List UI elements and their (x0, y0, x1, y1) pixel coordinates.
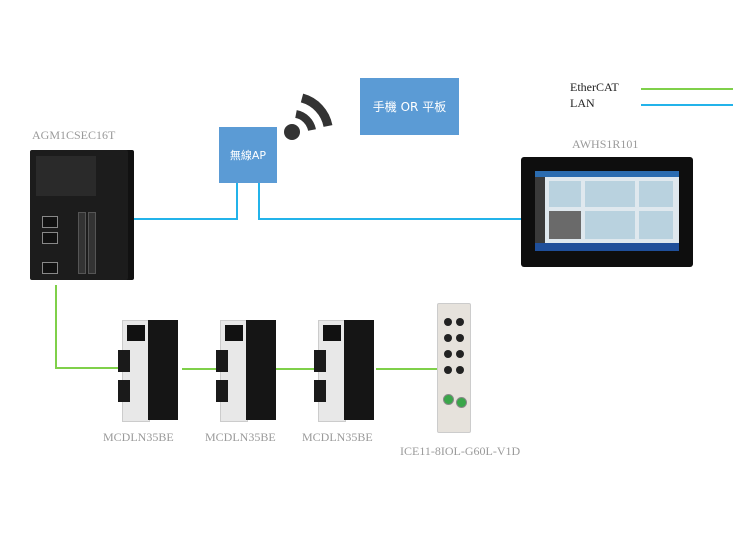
servo-2-label: MCDLN35BE (205, 430, 276, 444)
legend-label-lan: LAN (570, 96, 595, 110)
hmi-device-image (521, 157, 693, 267)
lan-line-ap-drop-left (236, 183, 238, 220)
servo-1-label: MCDLN35BE (103, 430, 174, 444)
hmi-label: AWHS1R101 (572, 137, 639, 151)
servo-3-label: MCDLN35BE (302, 430, 373, 444)
legend-swatch-ethercat (641, 88, 733, 90)
ethercat-line-servo2-servo3 (276, 368, 320, 370)
wireless-ap-label: 無線AP (229, 149, 267, 162)
legend-label-ethercat: EtherCAT (570, 80, 619, 94)
mobile-tablet-label: 手機 OR 平板 (372, 100, 447, 114)
lan-line-ap-drop-right (258, 183, 260, 220)
plc-device-image (30, 150, 128, 280)
io-module-device-image (437, 303, 471, 433)
io-module-label: ICE11-8IOL-G60L-V1D (400, 444, 521, 458)
servo-2-device-image (216, 320, 276, 422)
legend-swatch-lan (641, 104, 733, 106)
lan-line-plc-ap (127, 218, 237, 220)
wifi-signal-icon (284, 93, 333, 140)
ethercat-line-plc-servo1 (55, 367, 120, 369)
lan-line-ap-hmi (258, 218, 522, 220)
servo-1-device-image (118, 320, 178, 422)
wireless-ap-box: 無線AP (219, 127, 277, 183)
servo-3-device-image (314, 320, 374, 422)
plc-label: AGM1CSEC16T (32, 128, 116, 142)
ethercat-line-servo3-io (376, 368, 438, 370)
ethercat-line-plc-down (55, 285, 57, 368)
mobile-tablet-box: 手機 OR 平板 (360, 78, 459, 135)
ethercat-line-servo1-servo2 (182, 368, 220, 370)
